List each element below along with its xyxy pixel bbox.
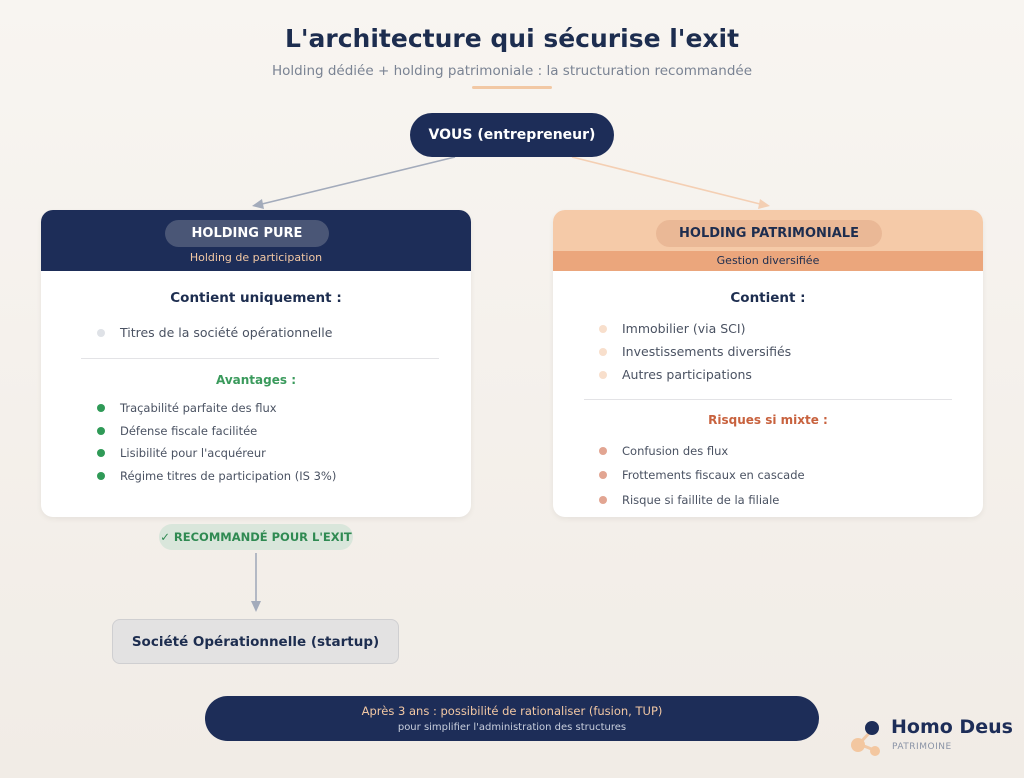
list-item: Défense fiscale facilitée bbox=[97, 424, 257, 438]
arrow-to-holding-patrimoniale bbox=[571, 156, 761, 205]
holding-pure-contains-title: Contient uniquement : bbox=[170, 290, 342, 306]
list-item: Investissements diversifiés bbox=[599, 344, 791, 359]
bullet-icon bbox=[97, 328, 105, 337]
footer-banner: Après 3 ans : possibilité de rationalise… bbox=[205, 696, 819, 741]
holding-pure-header: HOLDING PURE Holding de participation bbox=[41, 210, 471, 271]
holding-pure-title: HOLDING PURE bbox=[165, 220, 329, 247]
holding-pure-subtitle: Holding de participation bbox=[189, 251, 323, 264]
bullet-icon bbox=[599, 471, 607, 479]
holding-patrimoniale-title: HOLDING PATRIMONIALE bbox=[656, 220, 882, 247]
bullet-icon bbox=[599, 496, 607, 504]
brand-logo: Homo Deus PATRIMOINE bbox=[848, 714, 1018, 760]
list-item: Frottements fiscaux en cascade bbox=[599, 468, 805, 482]
title-underline bbox=[472, 86, 552, 89]
bullet-icon bbox=[599, 324, 607, 333]
page-title: L'architecture qui sécurise l'exit bbox=[284, 24, 740, 53]
logo-tagline: PATRIMOINE bbox=[892, 742, 952, 752]
list-item: Régime titres de participation (IS 3%) bbox=[97, 469, 336, 483]
operational-company-node: Société Opérationnelle (startup) bbox=[112, 619, 399, 664]
divider bbox=[81, 358, 439, 359]
list-item: Autres participations bbox=[599, 367, 752, 382]
arrow-to-holding-pure bbox=[261, 156, 456, 205]
list-item: Risque si faillite de la filiale bbox=[599, 493, 779, 507]
bullet-icon bbox=[599, 347, 607, 356]
footer-line-1: Après 3 ans : possibilité de rationalise… bbox=[361, 704, 663, 718]
divider bbox=[584, 399, 952, 400]
logo-name: Homo Deus bbox=[891, 716, 1013, 738]
holding-patrimoniale-contains-title: Contient : bbox=[730, 290, 806, 306]
list-item: Titres de la société opérationnelle bbox=[97, 325, 332, 340]
arrowhead-holding-pure bbox=[252, 199, 264, 209]
holding-patrimoniale-risks-title: Risques si mixte : bbox=[708, 413, 828, 427]
list-item: Confusion des flux bbox=[599, 444, 728, 458]
bullet-icon bbox=[97, 427, 105, 435]
arrowhead-holding-patrimoniale bbox=[758, 199, 770, 209]
holding-patrimoniale-subtitle: Gestion diversifiée bbox=[553, 251, 983, 271]
bullet-icon bbox=[97, 472, 105, 480]
list-item: Immobilier (via SCI) bbox=[599, 321, 745, 336]
root-node-entrepreneur: VOUS (entrepreneur) bbox=[410, 113, 614, 157]
arrowhead-operational bbox=[251, 601, 261, 612]
holding-patrimoniale-header: HOLDING PATRIMONIALE bbox=[553, 210, 983, 251]
bullet-icon bbox=[97, 449, 105, 457]
holding-patrimoniale-card: HOLDING PATRIMONIALE Gestion diversifiée… bbox=[553, 210, 983, 517]
recommended-badge: ✓ RECOMMANDÉ POUR L'EXIT bbox=[159, 524, 353, 550]
list-item: Traçabilité parfaite des flux bbox=[97, 401, 277, 415]
bullet-icon bbox=[599, 370, 607, 379]
holding-pure-card: HOLDING PURE Holding de participation Co… bbox=[41, 210, 471, 517]
page-subtitle: Holding dédiée + holding patrimoniale : … bbox=[271, 63, 753, 79]
list-item: Lisibilité pour l'acquéreur bbox=[97, 446, 266, 460]
bullet-icon bbox=[97, 404, 105, 412]
footer-line-2: pour simplifier l'administration des str… bbox=[397, 722, 627, 733]
molecule-icon bbox=[851, 721, 880, 756]
bullet-icon bbox=[599, 447, 607, 455]
holding-pure-advantages-title: Avantages : bbox=[215, 373, 296, 387]
